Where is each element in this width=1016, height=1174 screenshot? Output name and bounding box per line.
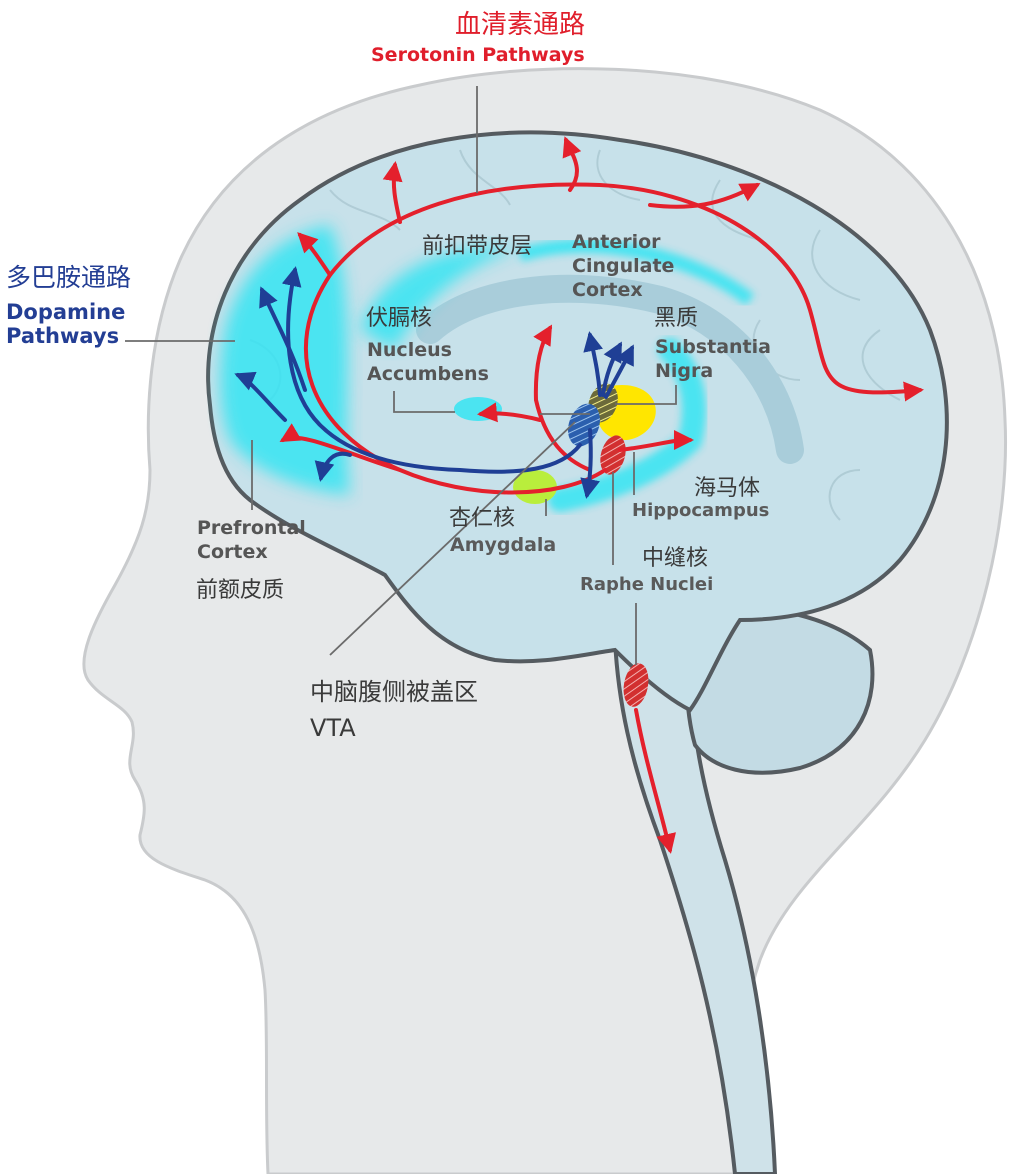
amygdala-label-en: Amygdala <box>450 534 557 556</box>
dopamine-pathway-lines <box>234 266 634 499</box>
cingulate-arc <box>517 238 755 306</box>
leader-lines <box>125 86 677 665</box>
nacc-label-line-2: Accumbens <box>367 363 489 385</box>
nacc-label-cn: 伏膈核 <box>366 306 433 331</box>
acc-label-line-1: Anterior <box>572 231 661 253</box>
dopamine-title-line-1: Dopamine <box>6 300 126 324</box>
acc-label-line-2: Cingulate <box>572 255 675 277</box>
nacc-label-line-1: Nucleus <box>367 339 452 361</box>
dopamine-title-cn: 多巴胺通路 <box>6 263 132 292</box>
sn-label-cn: 黑质 <box>654 306 699 331</box>
acc-label-en: Anterior Cingulate Cortex <box>572 230 674 302</box>
amygdala-label-cn: 杏仁核 <box>449 506 516 531</box>
corpus-callosum <box>416 274 804 464</box>
sn-label-line-2: Nigra <box>655 360 714 382</box>
pfc-label-en: Prefrontal Cortex <box>197 516 306 564</box>
pfc-label-cn: 前额皮质 <box>196 578 285 603</box>
raphe-label-cn: 中缝核 <box>642 546 709 571</box>
serotonin-title-cn: 血清素通路 <box>455 10 586 40</box>
hippocampus-label-cn: 海马体 <box>694 476 761 501</box>
anterior-cingulate-region <box>360 246 520 350</box>
sn-label-line-1: Substantia <box>655 336 771 358</box>
pfc-label-line-1: Prefrontal <box>197 517 306 539</box>
brain-stem <box>612 637 778 1174</box>
hippocampus-label-en: Hippocampus <box>632 500 770 521</box>
dopamine-title-line-2: Pathways <box>6 324 120 348</box>
acc-label-cn: 前扣带皮层 <box>422 234 533 259</box>
sn-label-en: Substantia Nigra <box>655 335 771 383</box>
vta-label-en: VTA <box>310 714 356 742</box>
amygdala-blob <box>513 470 557 504</box>
pfc-label-line-2: Cortex <box>197 541 268 563</box>
vta-label-cn: 中脑腹侧被盖区 <box>310 678 478 706</box>
raphe-label-en: Raphe Nuclei <box>580 574 714 595</box>
acc-label-line-3: Cortex <box>572 279 643 301</box>
dopamine-title-en: Dopamine Pathways <box>6 300 125 348</box>
raphe-nuclei-upper <box>600 435 626 475</box>
nacc-label-en: Nucleus Accumbens <box>367 338 489 386</box>
serotonin-pathway-lines <box>279 136 924 854</box>
cerebellum <box>684 604 875 775</box>
nucleus-accumbens-blob <box>454 397 502 421</box>
serotonin-title-en: Serotonin Pathways <box>371 44 585 66</box>
raphe-nuclei-lower <box>623 663 649 707</box>
